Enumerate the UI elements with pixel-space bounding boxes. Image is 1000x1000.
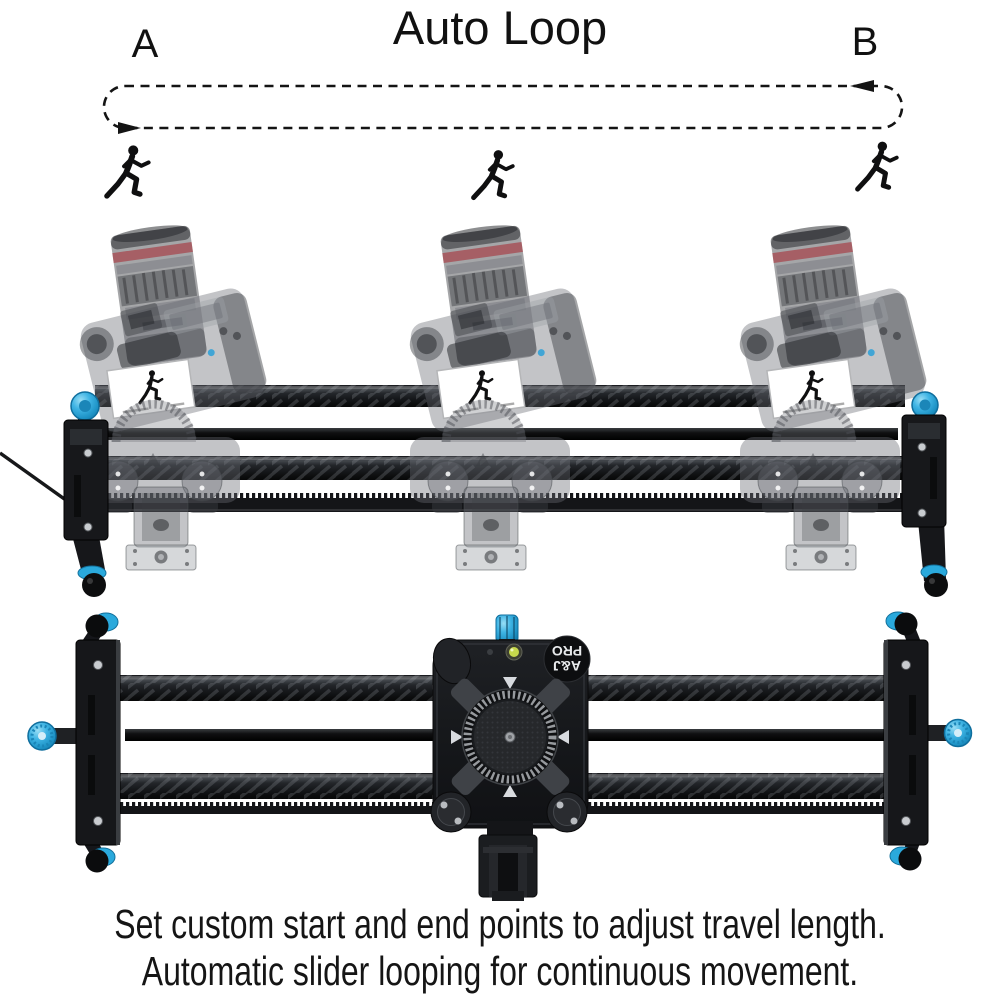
- left-end-bracket: [63, 391, 109, 597]
- caption: Set custom start and end points to adjus…: [0, 901, 1000, 995]
- running-person-icon: [854, 137, 899, 198]
- loop-path-diagram: [102, 80, 904, 134]
- motorized-carriage: A&J PRO: [430, 614, 591, 901]
- ball-foot: [82, 573, 106, 597]
- ghost-camera-mid: [404, 222, 600, 570]
- caption-line-2: Automatic slider looping for continuous …: [141, 948, 859, 994]
- caption-line-1: Set custom start and end points to adjus…: [114, 901, 886, 947]
- point-b-label: B: [851, 20, 879, 64]
- left-end-bracket: [27, 612, 121, 873]
- right-end-bracket: [901, 391, 948, 597]
- alignment-triangles: [451, 677, 569, 797]
- ball-foot: [85, 849, 109, 873]
- ball-foot: [898, 847, 922, 871]
- ball-foot: [894, 612, 918, 636]
- arrow-right-icon: [118, 122, 141, 134]
- loop-dashed-path: [102, 84, 904, 130]
- running-person-icon: [103, 143, 151, 203]
- brand-logo-line1: A&J: [553, 658, 581, 674]
- point-a-label: A: [131, 22, 159, 66]
- right-end-bracket: [883, 611, 973, 871]
- diagram-title: Auto Loop: [392, 1, 608, 54]
- drive-dial: [461, 688, 559, 786]
- ball-foot: [85, 614, 109, 638]
- motor-housing: [478, 821, 538, 901]
- slider-side-view: [0, 195, 948, 597]
- brand-logo: A&J PRO: [543, 635, 591, 683]
- slider-top-view: A&J PRO: [27, 611, 973, 901]
- belt-end: [0, 451, 72, 505]
- brand-logo-line2: PRO: [552, 643, 582, 659]
- bottom-pads: [430, 791, 588, 833]
- arrow-left-icon: [850, 80, 874, 92]
- ghost-camera-b: [734, 222, 930, 570]
- ball-foot: [924, 573, 948, 597]
